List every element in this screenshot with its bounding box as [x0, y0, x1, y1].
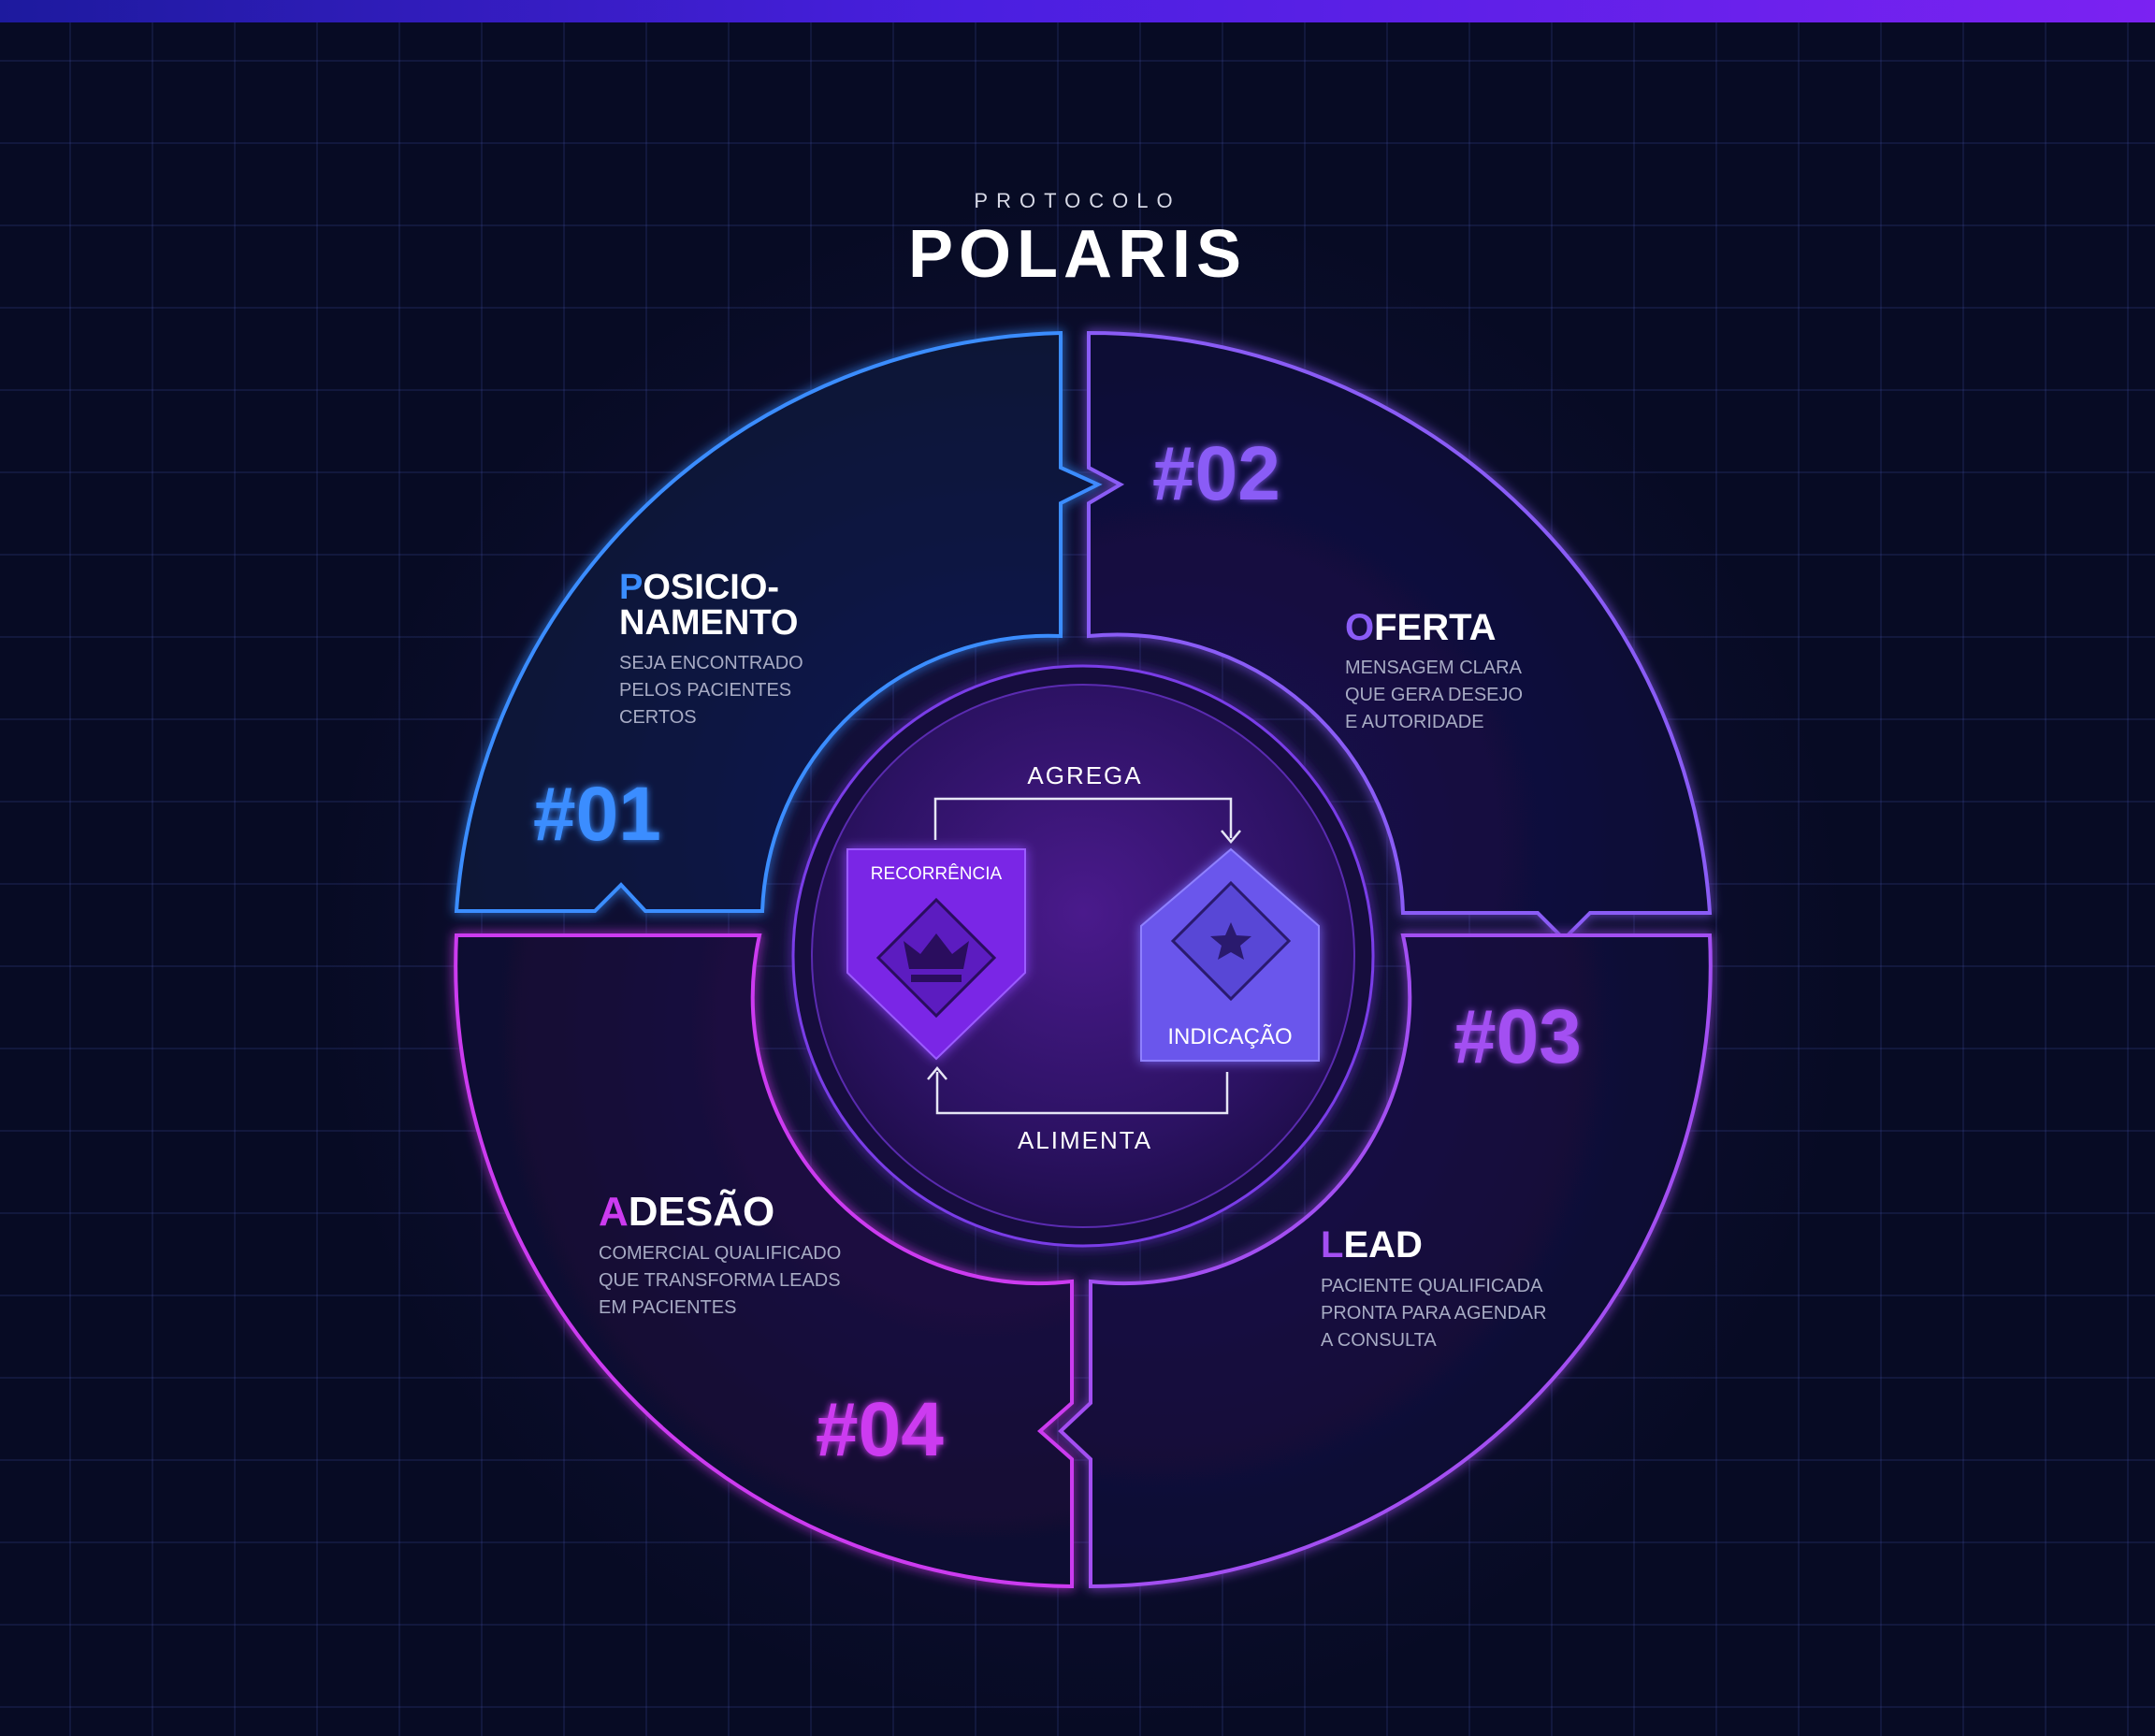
step-1-desc-line: SEJA ENCONTRADO: [619, 653, 803, 673]
step-1-title-line1: OSICIO-: [643, 568, 779, 607]
core-circle: [811, 684, 1355, 1228]
step-4-desc-line: QUE TRANSFORMA LEADS: [599, 1270, 841, 1291]
step-2-title-rest: FERTA: [1374, 607, 1496, 648]
step-3-desc-line: A CONSULTA: [1321, 1330, 1437, 1351]
step-4-description: COMERCIAL QUALIFICADO QUE TRANSFORMA LEA…: [599, 1243, 846, 1318]
brand-kicker: PROTOCOLO: [974, 189, 1180, 212]
step-4-number: #04: [816, 1387, 944, 1472]
step-1-title-line2: NAMENTO: [619, 603, 798, 643]
star-icon: [1210, 922, 1251, 960]
quadrant-4-segment: [454, 933, 1074, 1589]
step-1-desc-line: PELOS PACIENTES: [619, 680, 791, 701]
step-1-description: SEJA ENCONTRADO PELOS PACIENTES CERTOS: [619, 653, 808, 728]
crown-icon: [904, 933, 969, 982]
step-1-number: #01: [533, 772, 661, 857]
step-2-number: #02: [1152, 431, 1280, 516]
step-4-title: ADESÃO: [599, 1188, 774, 1235]
quadrant-3-segment: [1058, 933, 1713, 1589]
step-4-title-initial: A: [599, 1189, 629, 1235]
step-2-desc-line: QUE GERA DESEJO: [1345, 685, 1523, 705]
step-3-title-rest: EAD: [1343, 1224, 1422, 1266]
step-3-desc-line: PRONTA PARA AGENDAR: [1321, 1303, 1547, 1324]
step-3-description: PACIENTE QUALIFICADA PRONTA PARA AGENDAR…: [1321, 1276, 1552, 1351]
step-1-desc-line: CERTOS: [619, 707, 697, 728]
alimenta-arrow-head: [927, 1066, 947, 1080]
core-bottom-label: ALIMENTA: [1018, 1126, 1152, 1154]
step-2-description: MENSAGEM CLARA QUE GERA DESEJO E AUTORID…: [1345, 658, 1528, 732]
step-3-number: #03: [1454, 994, 1582, 1079]
top-accent-bar: [0, 0, 2155, 22]
step-3-title: LEAD: [1321, 1224, 1423, 1266]
step-3-title-initial: L: [1321, 1224, 1343, 1266]
recorrencia-label: RECORRÊNCIA: [871, 863, 1003, 884]
brand-logo-text: POLARIS: [908, 217, 1247, 292]
quadrant-2-segment: [1087, 330, 1713, 942]
step-4-desc-line: COMERCIAL QUALIFICADO: [599, 1243, 841, 1264]
agrega-arrow: [933, 797, 1233, 840]
quadrant-1-segment: [454, 330, 1103, 913]
step-1-title: POSICIO-: [619, 568, 779, 607]
core-top-label: AGREGA: [1027, 761, 1142, 789]
step-2-desc-line: MENSAGEM CLARA: [1345, 658, 1523, 678]
alimenta-arrow: [935, 1072, 1229, 1115]
step-2-title: OFERTA: [1345, 607, 1496, 648]
step-4-desc-line: EM PACIENTES: [599, 1297, 736, 1318]
step-4-title-rest: DESÃO: [629, 1188, 774, 1235]
step-2-title-initial: O: [1345, 607, 1374, 648]
agrega-arrow-head: [1221, 830, 1241, 844]
step-1-title-initial: P: [619, 568, 643, 607]
step-3-desc-line: PACIENTE QUALIFICADA: [1321, 1276, 1543, 1296]
indicacao-label: INDICAÇÃO: [1167, 1024, 1292, 1049]
step-2-desc-line: E AUTORIDADE: [1345, 712, 1484, 732]
